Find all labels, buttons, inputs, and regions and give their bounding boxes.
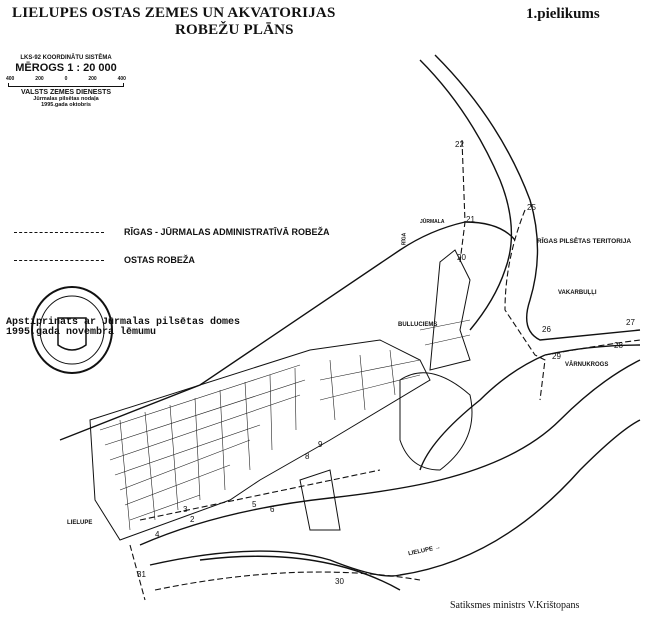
scale-tick: 200	[88, 76, 97, 82]
city-seal	[31, 286, 113, 374]
boundary-point: 5	[252, 500, 257, 509]
river-bank-east	[434, 54, 641, 341]
date: 1995.gada oktobris	[41, 102, 91, 108]
approval-line1: Apstiprināts ar Jūrmalas pilsētas domes	[6, 317, 241, 328]
label-riga-territory: RĪGAS PILSĒTAS TERITORIJA	[537, 238, 632, 245]
scale-tick: 0	[64, 76, 68, 82]
sea-coastline	[59, 221, 516, 441]
river-bank-north-lower	[139, 359, 641, 546]
label-bulluciems: BULLUCIEMS	[398, 322, 438, 328]
annex-label: 1.pielikums	[526, 6, 600, 22]
river-bank-west	[419, 59, 513, 331]
port-boundary	[459, 139, 466, 263]
label-jurmala-small: JŪRMALA	[420, 219, 445, 225]
legend-label: OSTAS ROBEŽA	[124, 255, 195, 265]
signature-line: Satiksmes ministrs V.Krištopans	[450, 600, 580, 611]
coord-system: LKS-92 KOORDINĀTU SISTĒMA	[20, 55, 112, 61]
town-grid	[99, 319, 471, 531]
boundary-point: 20	[457, 253, 466, 262]
legend-line	[14, 231, 104, 233]
scale-tick: 200	[35, 76, 44, 82]
town-outline	[89, 339, 431, 541]
boundary-point: 3	[183, 505, 188, 514]
label-vakarbulli: VAKARBUĻĻI	[558, 290, 597, 296]
river-bank-south-lower	[149, 419, 641, 577]
scale-bar	[8, 83, 124, 87]
legend-admin-boundary: RĪGAS - JŪRMALAS ADMINISTRATĪVĀ ROBEŽA	[14, 227, 330, 237]
label-varnukrogs: VĀRNUKROGS	[565, 362, 609, 368]
island	[399, 372, 473, 471]
boundary-point: 28	[614, 341, 623, 350]
boundary-point: 25	[527, 203, 536, 212]
boundary-point: 6	[270, 505, 275, 514]
boundary-point: 31	[137, 570, 146, 579]
boundary-point: 21	[466, 215, 475, 224]
label-lielupe-town: LIELUPE	[67, 520, 93, 526]
agency: VALSTS ZEMES DIENESTS	[20, 89, 112, 96]
scale-ticks: 400 200 0 200 400	[6, 76, 126, 82]
approval-text: Apstiprināts ar Jūrmalas pilsētas domes …	[6, 318, 240, 338]
boundary-point: 30	[335, 577, 344, 586]
boundary-point: 9	[318, 440, 323, 449]
scale-tick: 400	[6, 76, 15, 82]
boundary-point: 22	[455, 140, 464, 149]
boundary-point: 2	[190, 515, 195, 524]
map-title-line2: ROBEŽU PLĀNS	[175, 22, 294, 38]
admin-boundary	[504, 209, 546, 401]
map-title-line1: LIELUPES OSTAS ZEMES UN AKVATORIJAS	[12, 5, 336, 21]
boundary-point: 8	[305, 452, 310, 461]
legend-line	[14, 259, 104, 261]
approval-line2: 1995.gada novembra lēmumu	[6, 327, 157, 338]
boundary-point: 4	[155, 530, 160, 539]
boundary-point: 27	[626, 318, 635, 327]
legend-port-boundary: OSTAS ROBEŽA	[14, 255, 195, 265]
scale-tick: 400	[117, 76, 126, 82]
scale-ratio: MĒROGS 1 : 20 000	[15, 62, 117, 74]
boundary-point: 26	[542, 325, 551, 334]
label-riga-small: RĪGA	[401, 232, 408, 246]
legend-label: RĪGAS - JŪRMALAS ADMINISTRATĪVĀ ROBEŽA	[124, 227, 330, 237]
department: Jūrmalas pilsētas nodaļa	[33, 96, 99, 102]
scale-block: LKS-92 KOORDINĀTU SISTĒMA MĒROGS 1 : 20 …	[6, 55, 126, 108]
boundary-point: 29	[552, 352, 561, 361]
